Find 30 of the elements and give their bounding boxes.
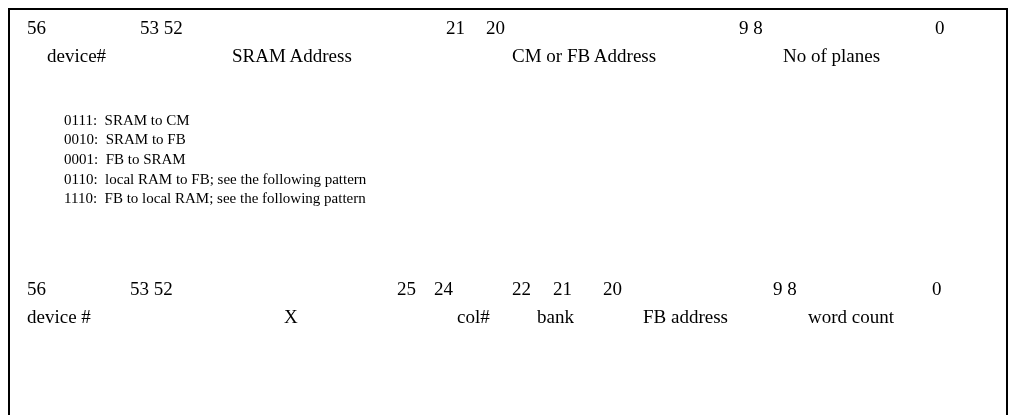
note-line: 0110: local RAM to FB; see the following pattern [64, 171, 367, 188]
field-name: bank [537, 307, 574, 328]
note-line: 0111: SRAM to CM [64, 112, 190, 129]
bit-number: 20 [603, 279, 622, 300]
bit-number: 53 52 [130, 279, 173, 300]
field-name: No of planes [783, 46, 881, 67]
field-name: col# [457, 307, 490, 328]
bit-number: 20 [486, 18, 505, 39]
note-line: 0001: FB to SRAM [64, 151, 186, 168]
bit-number: 56 [27, 279, 46, 300]
field-name: CM or FB Address [512, 46, 657, 67]
bit-number: 53 52 [140, 18, 183, 39]
field-name: device# [47, 46, 107, 67]
bit-number: 0 [932, 279, 942, 300]
bit-number: 9 8 [739, 18, 763, 39]
bit-number: 22 [512, 279, 531, 300]
bit-number: 21 [446, 18, 465, 39]
bit-number: 25 [397, 279, 416, 300]
bit-number: 24 [434, 279, 453, 300]
bit-number: 56 [27, 18, 46, 39]
field-name: device # [27, 307, 91, 328]
field-name: FB address [643, 307, 728, 328]
note-line: 0010: SRAM to FB [64, 131, 186, 148]
note-line: 1110: FB to local RAM; see the following pattern [64, 190, 366, 207]
bit-number: 21 [553, 279, 572, 300]
field-name: SRAM Address [232, 46, 352, 67]
field-name: X [284, 307, 298, 328]
field-name: word count [808, 307, 894, 328]
bit-number: 9 8 [773, 279, 797, 300]
bit-number: 0 [935, 18, 945, 39]
